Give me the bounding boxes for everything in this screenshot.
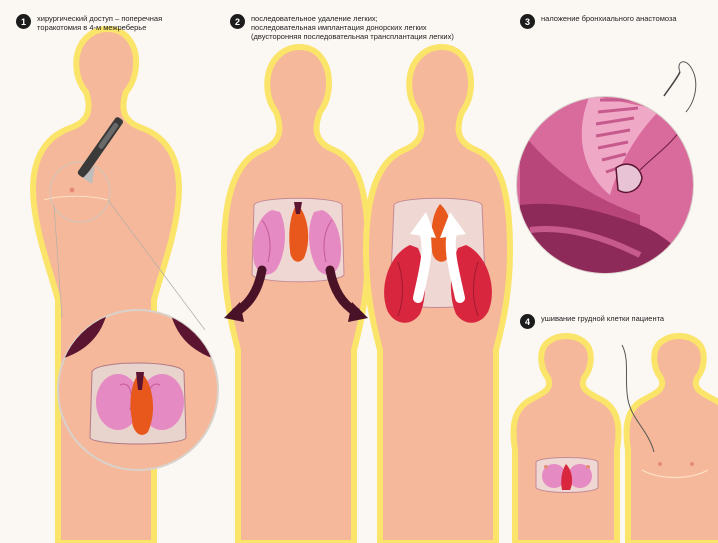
patient-body-4a [514,336,619,543]
step-4-caption: 4 ушивание грудной клетки пациента [520,314,664,329]
step-3-text: наложение бронхиального анастомоза [541,14,677,23]
patient-body-4b [627,336,718,543]
panel-2-body-right [366,47,510,543]
step-4-number: 4 [520,314,535,329]
step-1-line-2: торакотомия в 4-м межреберье [37,23,162,32]
anastomosis-magnifier [510,62,710,300]
step-2-number: 2 [230,14,245,29]
step-2-line-1: последовательное удаление легких; [251,14,454,23]
panel-2-body-left [224,47,368,543]
step-2-text: последовательное удаление легких; послед… [251,14,454,41]
step-2-line-2: последовательная имплантация донорских л… [251,23,454,32]
step-3-caption: 3 наложение бронхиального анастомоза [520,14,677,29]
step-1-caption: 1 хирургический доступ – поперечная тора… [16,14,162,32]
step-1-line-1: хирургический доступ – поперечная [37,14,162,23]
step-2-caption: 2 последовательное удаление легких; посл… [230,14,454,41]
step-2-line-3: (двусторонняя последовательная трансплан… [251,32,454,41]
patient-body-2a [224,47,368,543]
step-3-number: 3 [520,14,535,29]
step-1-text: хирургический доступ – поперечная торако… [37,14,162,32]
step-3-line-1: наложение бронхиального анастомоза [541,14,677,23]
step-1-number: 1 [16,14,31,29]
panel-4-bodies [514,336,718,543]
step-4-line-1: ушивание грудной клетки пациента [541,314,664,323]
suture-needle-icon [664,62,696,112]
step-4-text: ушивание грудной клетки пациента [541,314,664,323]
